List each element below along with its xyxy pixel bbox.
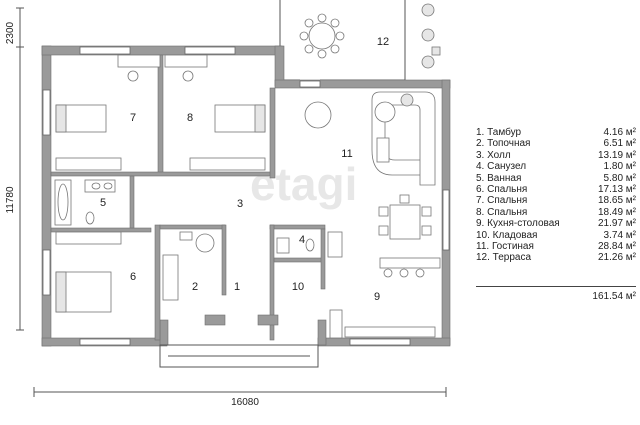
legend-label: 6. Спальня bbox=[476, 183, 528, 195]
dining-table bbox=[378, 194, 432, 240]
room-label-1: 1 bbox=[234, 281, 240, 293]
legend-area: 3.74 м² bbox=[603, 229, 636, 241]
room-legend: 1. Тамбур 4.16 м² 2. Топочная 6.51 м² 3. Х… bbox=[476, 127, 636, 302]
living-sofa bbox=[304, 91, 436, 186]
legend-label: 11. Гостиная bbox=[476, 240, 534, 252]
legend-row-10: 10. Кладовая 3.74 м² bbox=[476, 230, 636, 241]
room-label-10: 10 bbox=[292, 281, 304, 293]
boiler-fixtures bbox=[162, 231, 315, 301]
legend-row-5: 5. Ванная 5.80 м² bbox=[476, 173, 636, 184]
legend-row-4: 4. Санузел 1.80 м² bbox=[476, 161, 636, 172]
legend-label: 3. Холл bbox=[476, 149, 511, 161]
legend-area: 18.49 м² bbox=[597, 206, 636, 218]
legend-area: 4.16 м² bbox=[603, 127, 636, 138]
legend-label: 12. Терраса bbox=[476, 252, 532, 264]
legend-label: 1. Тамбур bbox=[476, 127, 522, 138]
legend-row-1: 1. Тамбур 4.16 м² bbox=[476, 127, 636, 138]
dimension-lines bbox=[16, 7, 447, 397]
legend-row-3: 3. Холл 13.19 м² bbox=[476, 150, 636, 161]
legend-area: 1.80 м² bbox=[603, 161, 636, 173]
legend-area: 21.26 м² bbox=[597, 252, 636, 264]
legend-row-6: 6. Спальня 17.13 м² bbox=[476, 184, 636, 195]
legend-row-2: 2. Топочная 6.51 м² bbox=[476, 138, 636, 149]
legend-area: 13.19 м² bbox=[597, 149, 636, 161]
room-label-3: 3 bbox=[237, 198, 243, 210]
room-label-6: 6 bbox=[130, 271, 136, 283]
legend-total-area: 161.54 м² bbox=[592, 290, 636, 302]
room-label-7: 7 bbox=[130, 112, 136, 124]
legend-label: 9. Кухня-столовая bbox=[476, 218, 560, 230]
legend-area: 5.80 м² bbox=[603, 172, 636, 184]
windows bbox=[42, 46, 450, 346]
legend-row-8: 8. Спальня 18.49 м² bbox=[476, 207, 636, 218]
legend-label: 5. Ванная bbox=[476, 172, 522, 184]
dim-main-height: 11780 bbox=[5, 186, 16, 214]
legend-label: 7. Спальня bbox=[476, 195, 528, 207]
legend-area: 18.65 м² bbox=[597, 195, 636, 207]
room-label-5: 5 bbox=[100, 197, 106, 209]
terrace-table bbox=[299, 13, 345, 59]
room-label-8: 8 bbox=[187, 112, 193, 124]
legend-total: 161.54 м² bbox=[476, 285, 636, 302]
bathroom-fixtures bbox=[54, 179, 116, 226]
legend-row-9: 9. Кухня-столовая 21.97 м² bbox=[476, 218, 636, 229]
room-label-4: 4 bbox=[299, 234, 305, 246]
legend-area: 6.51 м² bbox=[603, 138, 636, 150]
legend-row-12: 12. Терраса 21.26 м² bbox=[476, 252, 636, 263]
kitchen-counters bbox=[327, 231, 441, 339]
legend-label: 4. Санузел bbox=[476, 161, 527, 173]
legend-label: 2. Топочная bbox=[476, 138, 531, 150]
room-label-2: 2 bbox=[192, 281, 198, 293]
wardrobes bbox=[55, 157, 266, 245]
legend-area: 28.84 м² bbox=[597, 240, 636, 252]
legend-row-11: 11. Гостиная 28.84 м² bbox=[476, 241, 636, 252]
porch bbox=[159, 344, 319, 368]
legend-row-7: 7. Спальня 18.65 м² bbox=[476, 195, 636, 206]
dim-terrace-height: 2300 bbox=[5, 21, 16, 44]
room-label-11: 11 bbox=[341, 148, 352, 160]
desks bbox=[117, 54, 208, 82]
room-label-12: 12 bbox=[377, 36, 389, 48]
dim-total-width: 16080 bbox=[231, 397, 259, 408]
watermark: etagi bbox=[250, 158, 357, 210]
legend-area: 21.97 м² bbox=[597, 218, 636, 230]
legend-label: 8. Спальня bbox=[476, 206, 528, 218]
legend-area: 17.13 м² bbox=[597, 183, 636, 195]
room-label-9: 9 bbox=[374, 291, 380, 303]
terrace-plants bbox=[421, 3, 441, 69]
beds bbox=[55, 104, 266, 313]
legend-label: 10. Кладовая bbox=[476, 229, 538, 241]
